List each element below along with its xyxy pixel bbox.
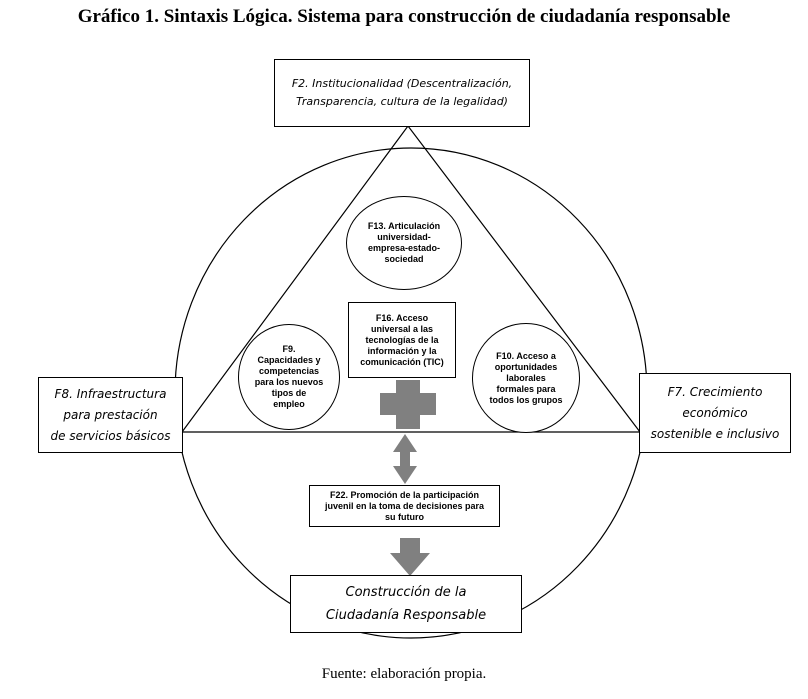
node-f8: F8. Infraestructura para prestación de s… (38, 377, 183, 453)
node-f13-line1: F13. Articulación (367, 221, 441, 231)
node-f9-line4: para los nuevos (254, 377, 324, 387)
node-f7-line3: sostenible e inclusivo (650, 426, 780, 441)
node-f16-line2: universal a las (370, 323, 434, 334)
node-f13-line3: empresa-estado- (367, 243, 441, 253)
node-f10-line5: todos los grupos (489, 394, 563, 405)
node-result-line2: Ciudadanía Responsable (325, 608, 487, 623)
node-f7: F7. Crecimiento económico sostenible e i… (639, 373, 791, 453)
node-f9: F9. Capacidades y competencias para los … (238, 324, 340, 430)
node-f9-line1: F9. (282, 344, 296, 354)
node-f8-line3: de servicios básicos (50, 428, 171, 443)
down-arrow-icon (390, 538, 430, 576)
node-f10-line1: F10. Acceso a (496, 350, 556, 361)
node-f22-line3: su futuro (385, 511, 424, 522)
node-f9-line3: competencias (258, 366, 320, 376)
node-f2-line2: Transparencia, cultura de la legalidad) (296, 95, 508, 108)
node-f22-line2: juvenil en la toma de decisiones para (324, 500, 485, 511)
node-f10-line4: formales para (496, 383, 556, 394)
figure-title: Gráfico 1. Sintaxis Lógica. Sistema para… (77, 6, 731, 27)
node-f16-line5: comunicación (TIC) (360, 356, 444, 367)
node-f7-line1: F7. Crecimiento (667, 384, 763, 399)
node-f22: F22. Promoción de la participación juven… (309, 485, 500, 527)
node-f9-line6: empleo (273, 399, 305, 409)
node-f16: F16. Acceso universal a las tecnologías … (348, 302, 456, 378)
central-triangle (180, 124, 642, 433)
node-f22-line1: F22. Promoción de la participación (329, 489, 480, 500)
node-f10-line3: laborales (506, 372, 546, 383)
node-f16-line1: F16. Acceso (375, 312, 429, 323)
node-f16-line3: tecnologías de la (365, 334, 439, 345)
node-f2-line1: F2. Institucionalidad (Descentralización… (291, 77, 513, 90)
node-f13-line2: universidad- (377, 232, 431, 242)
node-f10-line2: oportunidades (494, 361, 558, 372)
node-f8-line1: F8. Infraestructura (54, 386, 167, 401)
node-f8-line2: para prestación (63, 407, 158, 422)
figure-source: Fuente: elaboración propia. (321, 666, 487, 682)
node-f9-line2: Capacidades y (257, 355, 321, 365)
node-result: Construcción de la Ciudadanía Responsabl… (290, 575, 522, 633)
node-f9-line5: tipos de (271, 388, 307, 398)
node-f10: F10. Acceso a oportunidades laborales fo… (472, 323, 580, 433)
node-result-line1: Construcción de la (345, 585, 467, 600)
node-f13: F13. Articulación universidad- empresa-e… (346, 196, 462, 290)
plus-icon (380, 380, 436, 429)
double-arrow-icon (393, 434, 417, 484)
node-f16-line4: información y la (367, 345, 437, 356)
node-f7-line2: económico (682, 405, 748, 420)
node-f2: F2. Institucionalidad (Descentralización… (274, 59, 530, 127)
node-f13-line4: sociedad (384, 254, 424, 264)
